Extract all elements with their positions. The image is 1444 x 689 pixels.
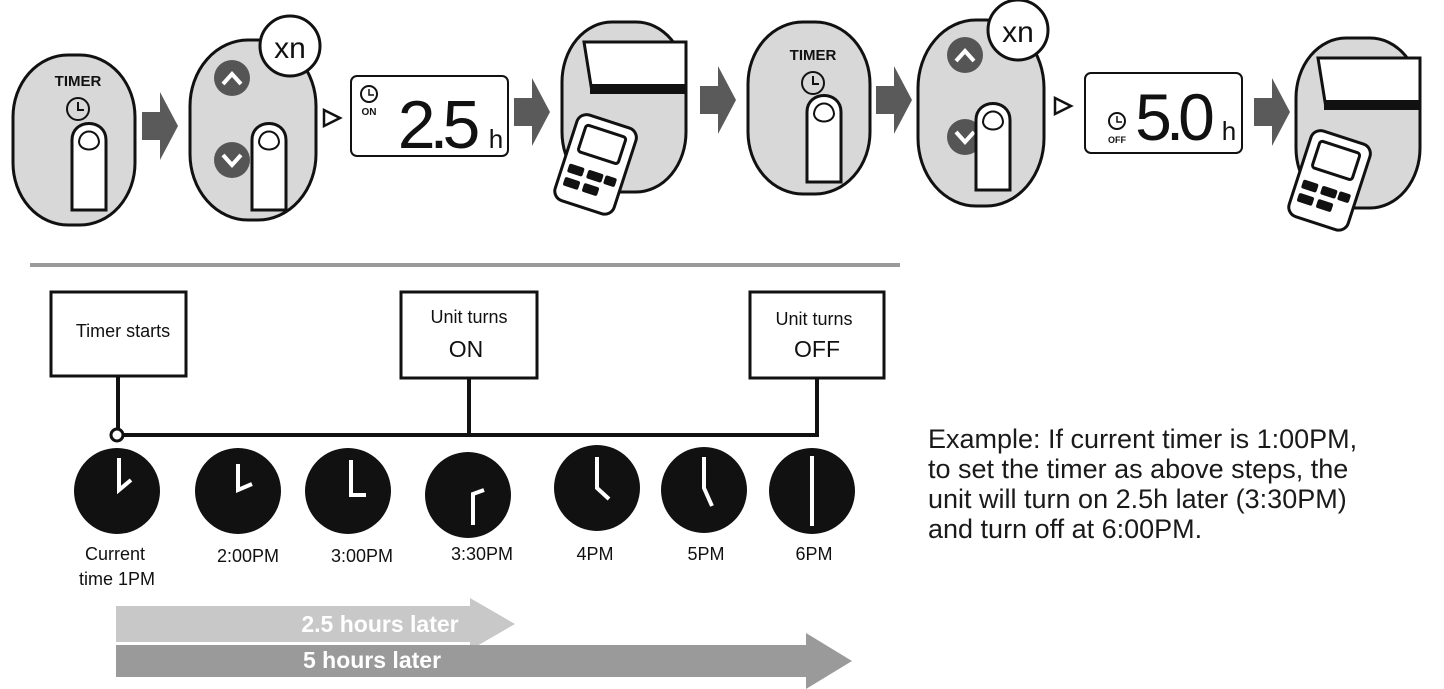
- chevron-up-icon: [214, 60, 250, 96]
- finger-icon: [805, 94, 843, 184]
- finger-icon: [974, 102, 1012, 192]
- example-line: Example: If current timer is 1:00PM,: [928, 424, 1358, 454]
- lcd-mode-label: OFF: [1108, 135, 1126, 145]
- clock-icon: [801, 71, 825, 95]
- lcd-mode-label: ON: [362, 107, 377, 118]
- repeat-badge-label: xn: [274, 32, 306, 65]
- arrow-5-hours-label: 5 hours later: [303, 647, 441, 673]
- clock-label: 4PM: [576, 544, 613, 564]
- callout-unit-off: [748, 290, 886, 380]
- timer-button-label: TIMER: [790, 47, 837, 64]
- clock-icon-4pm: [554, 445, 640, 531]
- repeat-badge: [258, 14, 322, 78]
- clock-icon: [66, 97, 90, 121]
- arrow-2-5-hours-label: 2.5 hours later: [301, 611, 458, 637]
- callout-unit-on-line2: ON: [449, 336, 484, 362]
- timer-button-label: TIMER: [55, 73, 102, 90]
- flow-arrow-icon: [876, 66, 912, 134]
- arrow-5-hours: 5 hours later: [116, 633, 852, 689]
- example-line: and turn off at 6:00PM.: [928, 514, 1203, 544]
- repeat-badge-label: xn: [1002, 16, 1034, 49]
- clock-label: 3:00PM: [331, 546, 393, 566]
- timeline: Timer starts Unit turns ON Unit turns OF…: [49, 290, 886, 689]
- chevron-up-icon: [947, 37, 983, 73]
- clock-icon-330pm: [425, 452, 511, 538]
- callout-unit-off-line1: Unit turns: [775, 309, 852, 329]
- flow-arrow-icon: [700, 66, 736, 134]
- clock-label: Current: [85, 544, 145, 564]
- clock-label: 5PM: [687, 544, 724, 564]
- flow-arrow-icon: [1254, 78, 1290, 146]
- arrow-2-5-hours: 2.5 hours later: [116, 598, 515, 650]
- lcd-display-off: OFF 5.0 h: [1084, 72, 1243, 154]
- clock-label: 3:30PM: [451, 544, 513, 564]
- flow-arrow-icon: [142, 92, 178, 160]
- lcd-unit: h: [489, 124, 503, 154]
- clock-icon-6pm: [769, 448, 855, 534]
- example-text: Example: If current timer is 1:00PM, to …: [928, 424, 1428, 544]
- callout-timer-starts-label: Timer starts: [76, 321, 170, 341]
- example-line: unit will turn on 2.5h later (3:30PM): [928, 484, 1347, 514]
- lcd-display-on: ON 2.5 h: [350, 75, 509, 163]
- repeat-badge: [986, 0, 1050, 62]
- chevron-down-icon: [947, 119, 983, 155]
- chevron-down-icon: [214, 142, 250, 178]
- ac-unit-remote-icon: [550, 20, 688, 219]
- small-arrow-icon: [1053, 95, 1074, 117]
- small-arrow-icon: [322, 107, 343, 129]
- step-adjust-1: xn: [188, 14, 322, 222]
- lcd-value: 2.5: [398, 87, 478, 163]
- clock-label: 6PM: [795, 544, 832, 564]
- ac-unit-remote-icon: [1284, 36, 1422, 235]
- finger-icon: [250, 122, 288, 212]
- clock-icon: [1108, 112, 1126, 130]
- clock-icon-2pm: [195, 448, 281, 534]
- step-timer-press-1: TIMER: [11, 53, 137, 227]
- step-adjust-2: xn: [916, 0, 1050, 208]
- clock-label: 2:00PM: [217, 546, 279, 566]
- step-timer-press-2: TIMER: [746, 20, 872, 196]
- clock-icon-3pm: [305, 448, 391, 534]
- lcd-unit: h: [1222, 116, 1236, 146]
- callout-unit-on-line1: Unit turns: [430, 307, 507, 327]
- timeline-start-dot: [109, 427, 125, 443]
- callout-unit-on: [399, 290, 539, 380]
- example-line: to set the timer as above steps, the: [928, 454, 1349, 484]
- lcd-value: 5.0: [1135, 80, 1213, 154]
- clock-label: time 1PM: [79, 569, 155, 589]
- finger-icon: [70, 122, 108, 212]
- clock-icon-5pm: [661, 447, 747, 533]
- callout-unit-off-line2: OFF: [794, 336, 840, 362]
- flow-arrow-icon: [514, 78, 550, 146]
- clock-icon-1pm: [74, 448, 160, 534]
- clock-icon: [360, 85, 378, 103]
- section-divider: [30, 263, 900, 267]
